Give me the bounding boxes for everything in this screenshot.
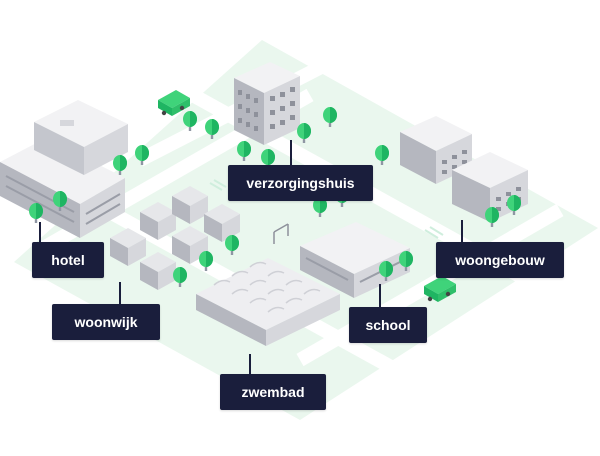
woongebouw-building-2	[452, 152, 528, 222]
label-woongebouw: woongebouw	[436, 242, 564, 278]
truck-top	[158, 90, 190, 116]
zwembad-building	[196, 258, 340, 346]
woongebouw-building-1	[400, 116, 472, 184]
label-school: school	[349, 307, 427, 343]
label-zwembad: zwembad	[220, 374, 326, 410]
verzorgingshuis-building	[234, 62, 300, 145]
truck-right	[424, 276, 456, 302]
hotel-building	[0, 100, 128, 238]
label-verzorgingshuis: verzorgingshuis	[228, 165, 373, 201]
playground	[273, 223, 289, 244]
label-connectors	[39, 140, 463, 376]
label-woonwijk: woonwijk	[52, 304, 160, 340]
label-hotel: hotel	[32, 242, 104, 278]
woonwijk-houses	[110, 186, 240, 290]
crosswalks	[209, 179, 444, 239]
ground-plane	[14, 40, 598, 420]
